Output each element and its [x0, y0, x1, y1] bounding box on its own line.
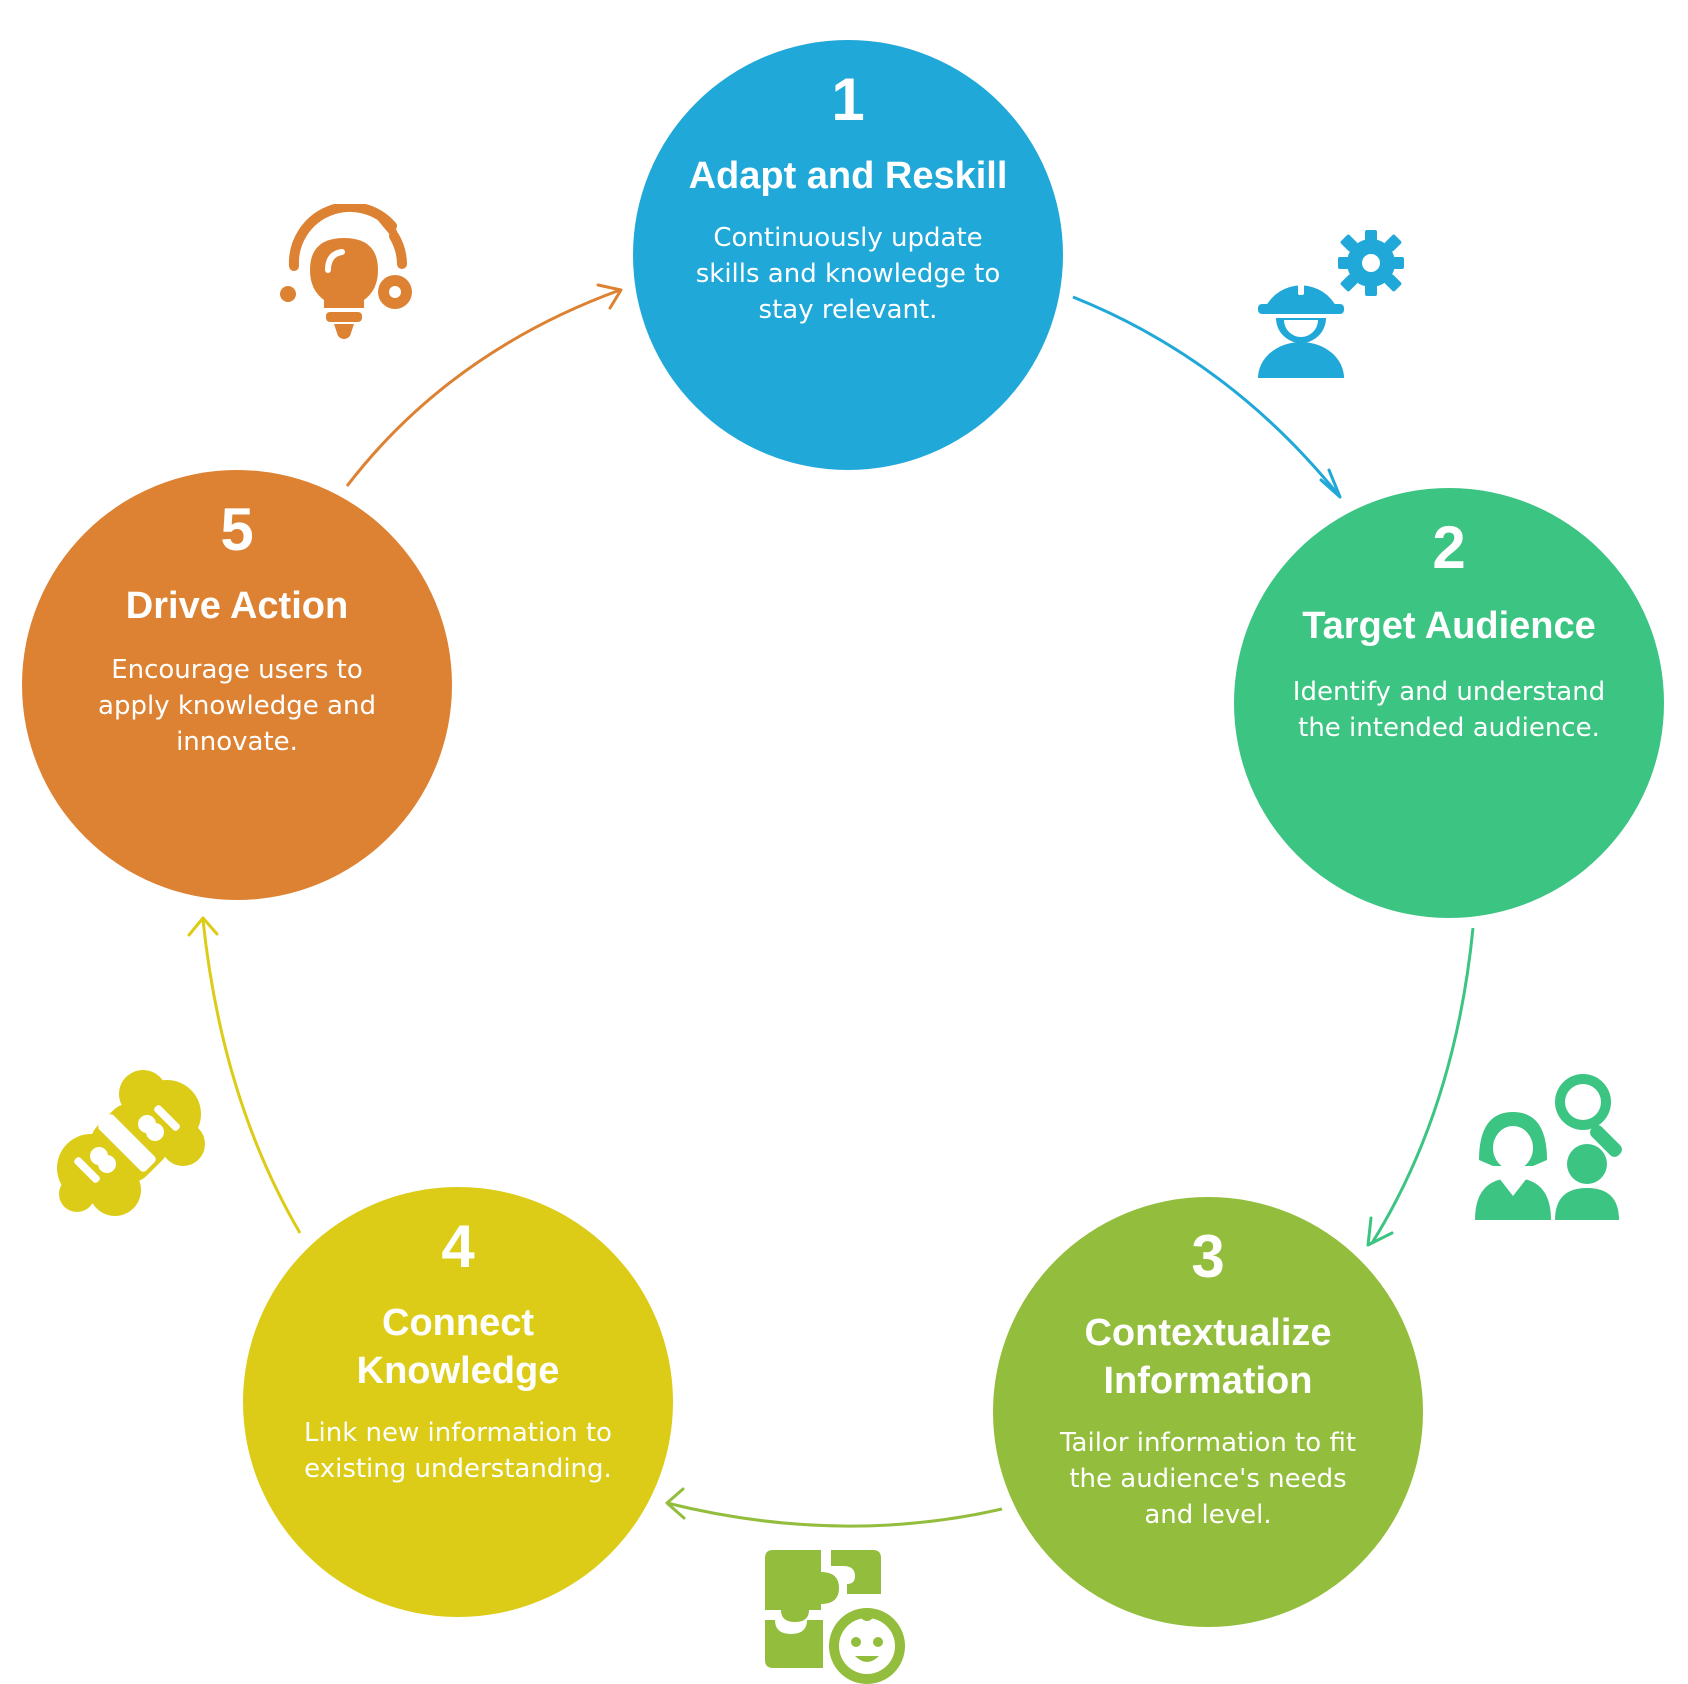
arrowhead-1-to-2 [1319, 468, 1342, 499]
step-description: Tailor information to fit the audience's… [1059, 1428, 1357, 1530]
step-title: Connect Knowledge [356, 1302, 560, 1392]
bone-link-icon [57, 1070, 205, 1216]
step-4-circle: 4 Connect Knowledge Link new information… [243, 1187, 673, 1617]
step-number: 5 [220, 496, 254, 563]
arrowhead-2-to-3 [1366, 1216, 1394, 1247]
arrow-2-to-3 [1370, 927, 1475, 1244]
arrow-3-to-4 [666, 1501, 1003, 1528]
step-title: Contextualize Information [1084, 1312, 1332, 1402]
step-number: 3 [1191, 1223, 1225, 1290]
arrow-1-to-2 [1072, 295, 1342, 498]
people-search-icon [1475, 1074, 1622, 1220]
step-2-circle: 2 Target Audience Identify and understan… [1234, 488, 1664, 918]
step-number: 4 [441, 1213, 475, 1280]
worker-gear-icon [1258, 230, 1404, 378]
step-description: Link new information to existing underst… [304, 1418, 612, 1484]
step-3-circle: 3 Contextualize Information Tailor infor… [993, 1197, 1423, 1627]
step-5-circle: 5 Drive Action Encourage users to apply … [22, 470, 452, 900]
puzzle-baby-icon [765, 1550, 905, 1684]
arrow-4-to-5 [201, 919, 302, 1234]
step-number: 1 [831, 66, 865, 133]
step-description: Continuously update skills and knowledge… [695, 223, 1001, 325]
step-description: Encourage users to apply knowledge and i… [98, 655, 376, 757]
arrowhead-5-to-1 [596, 283, 623, 310]
arrow-5-to-1 [345, 288, 621, 487]
step-title: Target Audience [1302, 605, 1596, 647]
step-title: Adapt and Reskill [688, 155, 1008, 197]
step-description: Identify and understand the intended aud… [1292, 677, 1606, 743]
lightbulb-orbit-icon [280, 204, 412, 339]
step-title: Drive Action [125, 585, 349, 627]
arrowhead-3-to-4 [665, 1487, 686, 1520]
step-number: 2 [1432, 514, 1466, 581]
arrowhead-4-to-5 [187, 916, 219, 937]
step-1-circle: 1 Adapt and Reskill Continuously update … [633, 40, 1063, 470]
